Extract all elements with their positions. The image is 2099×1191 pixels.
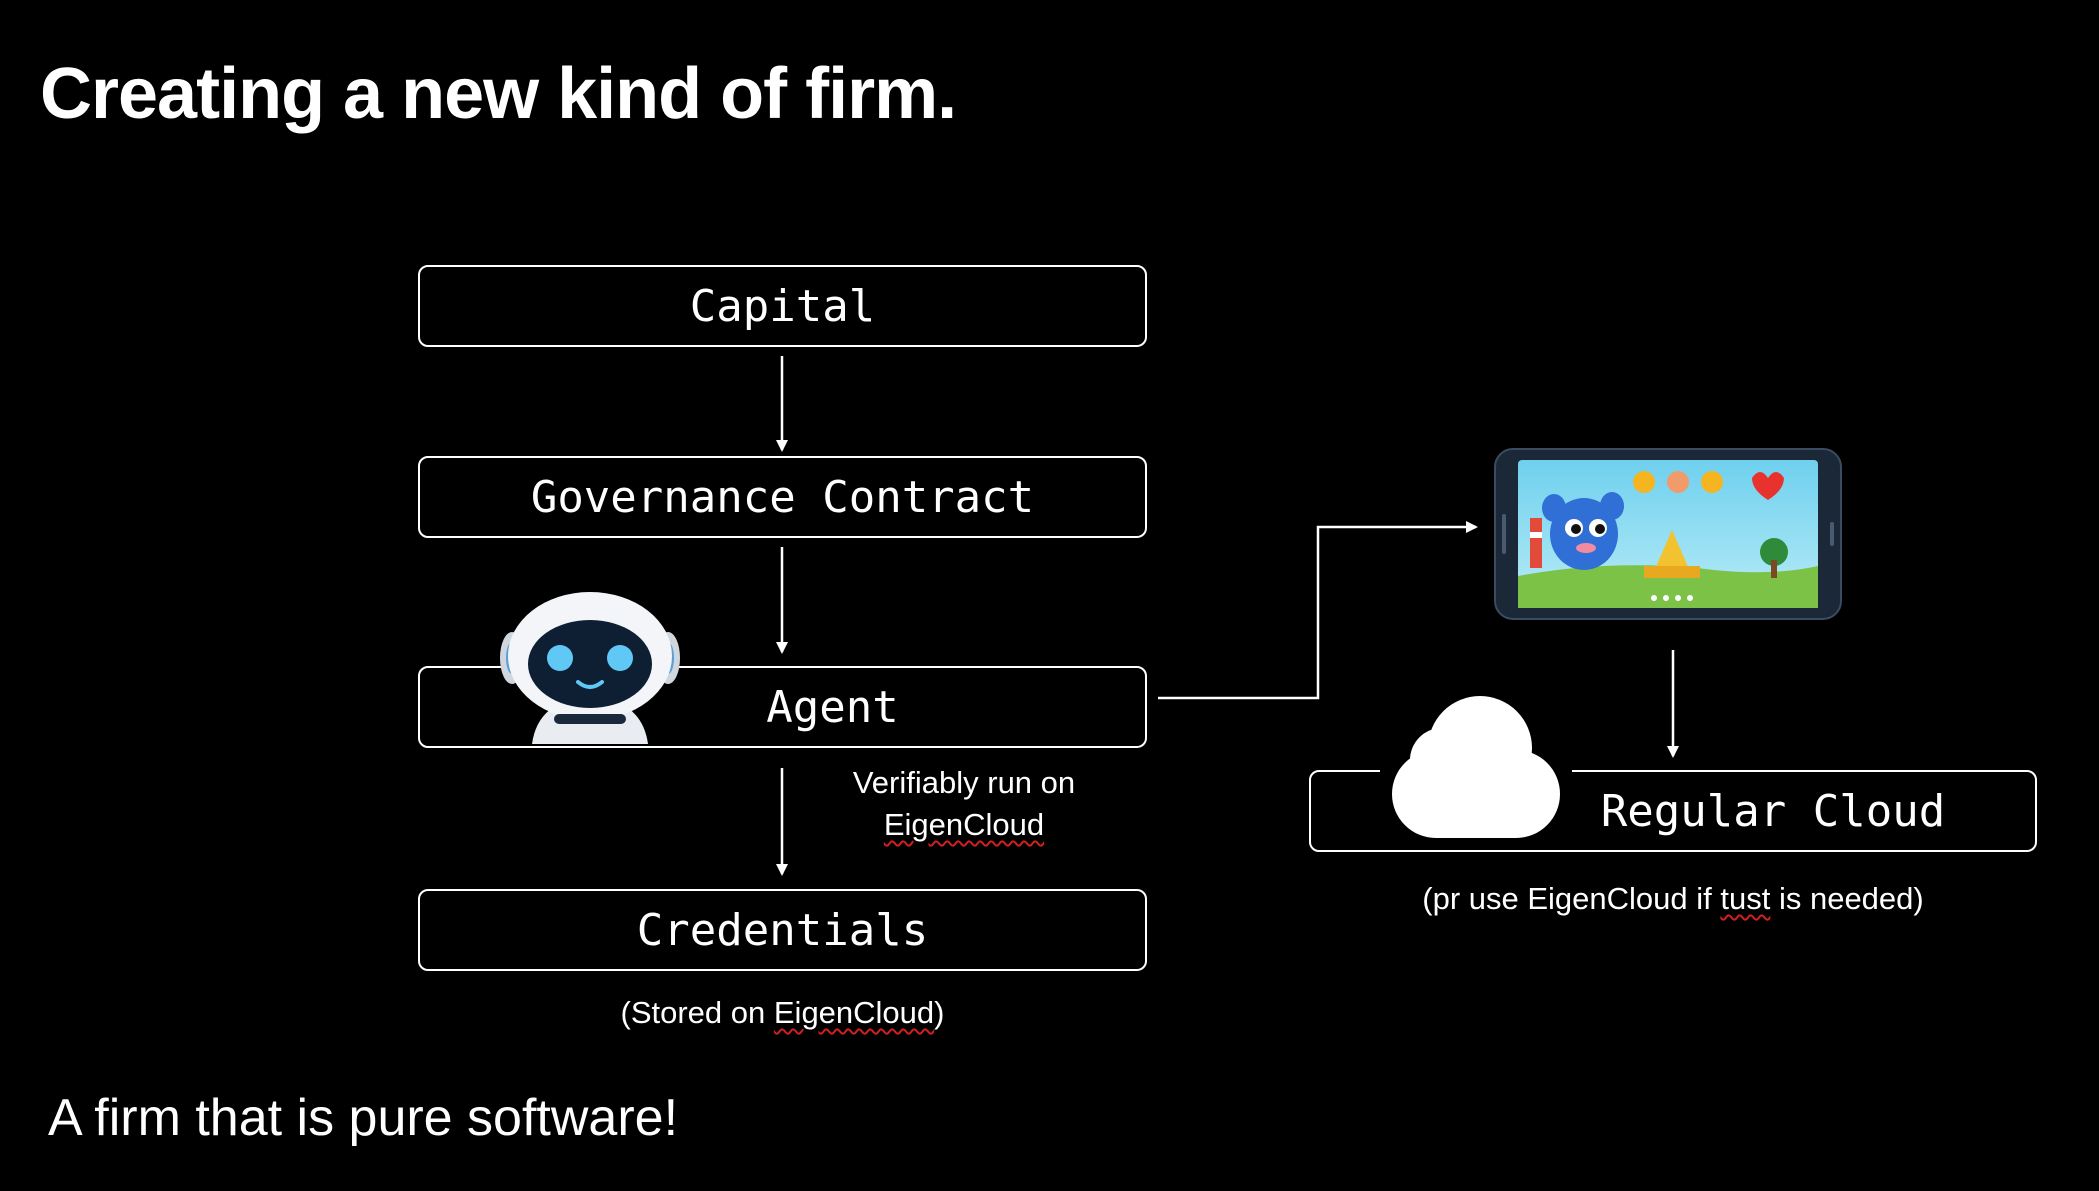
governance-contract-box: Governance Contract [418,456,1147,538]
agent-box: Agent [418,666,1147,748]
credentials-note: (Stored on EigenCloud) [418,992,1147,1034]
regular-cloud-note-prefix: (pr use EigenCloud if [1422,881,1721,916]
arrow-agent-to-app [1158,521,1478,700]
regular-cloud-box: Regular Cloud [1309,770,2037,852]
agent-label: Agent [766,681,899,733]
agent-note-line1: Verifiably run on [852,765,1076,800]
agent-note: Verifiably run on EigenCloud [832,762,1096,846]
capital-box: Capital [418,265,1147,347]
regular-cloud-label: Regular Cloud [1600,785,1946,837]
credentials-box: Credentials [418,889,1147,971]
credentials-label: Credentials [636,904,929,956]
cloud-icon [1380,696,1572,842]
credentials-note-suffix: ) [934,995,945,1030]
regular-cloud-note-suffix: is needed) [1770,881,1924,916]
governance-contract-label: Governance Contract [530,471,1035,523]
robot-icon [500,592,680,744]
tablet-game-icon [1494,448,1842,620]
regular-cloud-note: (pr use EigenCloud if tust is needed) [1309,878,2037,920]
credentials-note-word: EigenCloud [773,995,935,1030]
slide-footer: A firm that is pure software! [48,1089,679,1147]
regular-cloud-note-word: tust [1720,881,1771,916]
capital-label: Capital [689,280,876,332]
slide-title: Creating a new kind of firm. [40,54,957,134]
credentials-note-prefix: (Stored on [620,995,774,1030]
agent-note-line2: EigenCloud [883,807,1045,842]
